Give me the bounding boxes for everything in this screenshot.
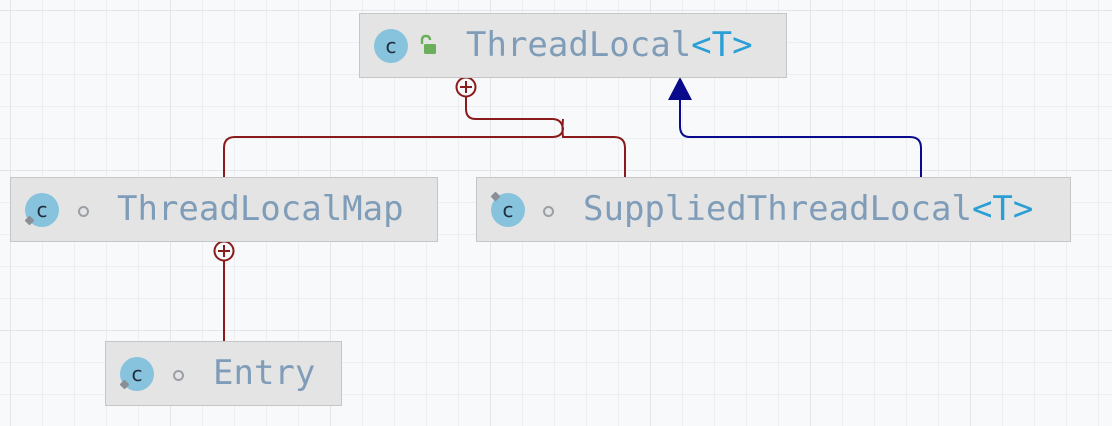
inheritance-edge (679, 100, 922, 177)
nested-marker-threadlocalmap (213, 240, 235, 262)
nested-marker-threadlocal (455, 76, 477, 98)
class-name-label: SuppliedThreadLocal<T> (583, 189, 1034, 229)
type-parameter: <T> (971, 189, 1034, 229)
package-visibility-icon (78, 206, 89, 217)
class-icon: c (374, 29, 408, 63)
nested-edge-suppliedthreadlocal (561, 118, 626, 177)
class-node-suppliedthreadlocal[interactable]: c SuppliedThreadLocal<T> (476, 177, 1071, 242)
package-visibility-icon (173, 370, 184, 381)
public-lock-icon (420, 34, 436, 54)
class-name-label: ThreadLocal<T> (466, 25, 753, 65)
class-icon: c (491, 193, 525, 227)
class-node-threadlocal[interactable]: c ThreadLocal<T> (359, 13, 787, 78)
nested-edge-threadlocalmap (223, 97, 565, 177)
class-node-entry[interactable]: c Entry (105, 341, 342, 406)
package-visibility-icon (543, 206, 554, 217)
class-name-label: Entry (213, 353, 316, 393)
class-node-threadlocalmap[interactable]: c ThreadLocalMap (10, 177, 438, 242)
class-name-label: ThreadLocalMap (117, 189, 404, 229)
inheritance-arrowhead (668, 77, 692, 100)
type-parameter: <T> (691, 25, 753, 65)
